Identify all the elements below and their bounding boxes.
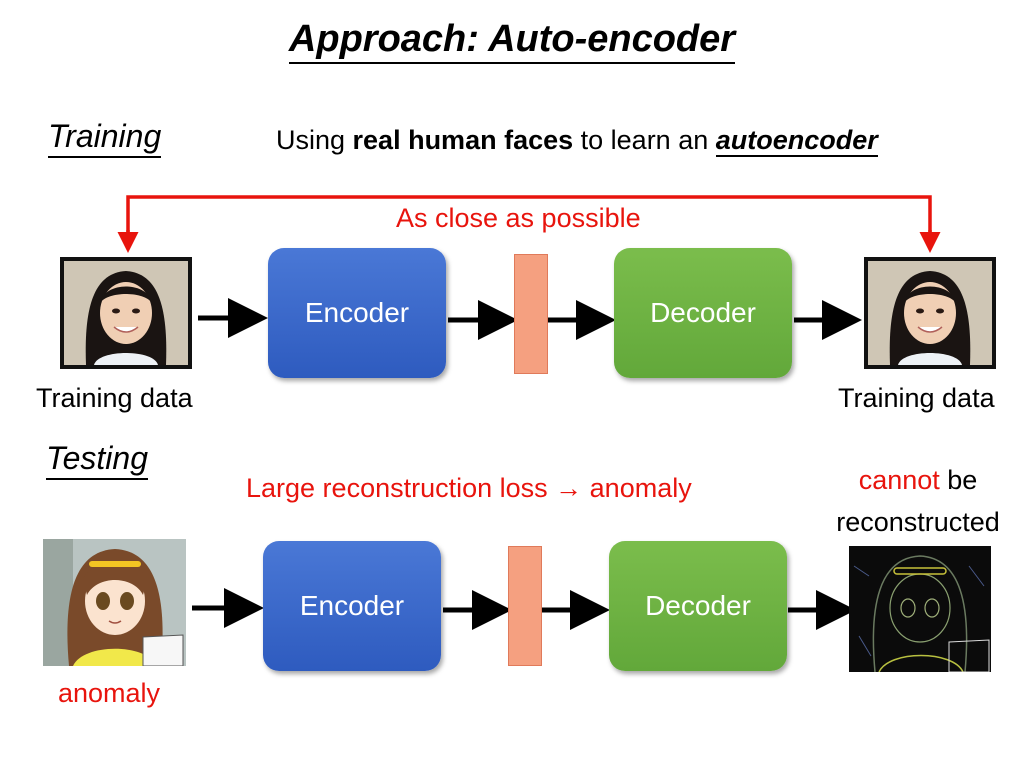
- training-decoder-block: Decoder: [614, 248, 792, 378]
- testing-encoder-block: Encoder: [263, 541, 441, 671]
- page-title: Approach: Auto-encoder: [0, 18, 1024, 64]
- anomaly-caption: anomaly: [58, 678, 161, 708]
- training-output-photo: [864, 257, 996, 369]
- training-section-label: Training: [48, 118, 162, 158]
- testing-section-label: Testing: [46, 440, 148, 480]
- reconstruction-loop-line: [126, 195, 932, 246]
- reconstructed-output-image: [849, 546, 991, 672]
- loss-label: Large reconstruction loss → anomaly: [246, 473, 692, 503]
- training-input-photo: [60, 257, 192, 369]
- anomaly-input-image: [43, 539, 186, 666]
- testing-decoder-block: Decoder: [609, 541, 787, 671]
- training-input-caption: Training data: [36, 383, 193, 413]
- training-output-caption: Training data: [838, 383, 995, 413]
- cannot-reconstruct-caption: cannot be reconstructed: [836, 465, 1000, 537]
- training-latent-code: [514, 254, 548, 374]
- training-encoder-block: Encoder: [268, 248, 446, 378]
- testing-latent-code: [508, 546, 542, 666]
- training-description: Using real human faces to learn an autoe…: [276, 125, 878, 157]
- loop-label: As close as possible: [396, 203, 641, 233]
